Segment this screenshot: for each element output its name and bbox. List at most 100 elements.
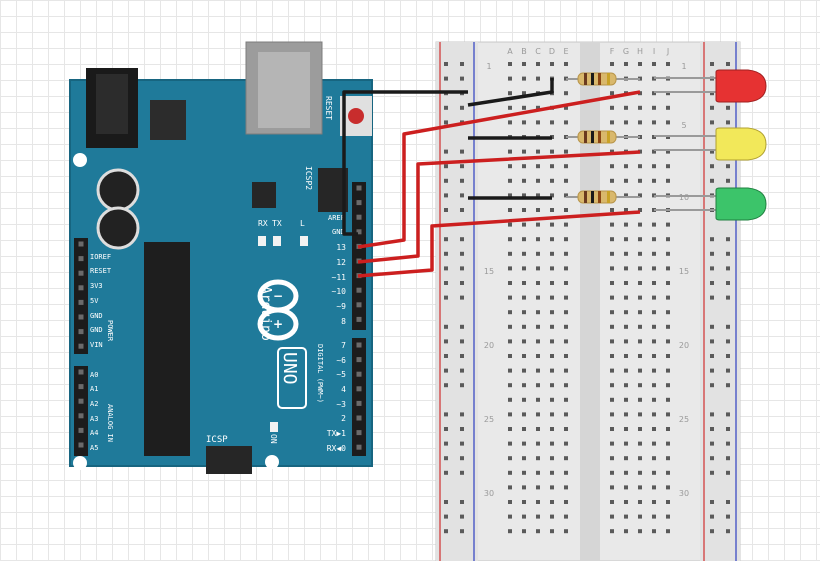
breadboard-hole xyxy=(508,368,512,373)
breadboard-hole xyxy=(564,339,568,344)
rail-hole xyxy=(460,164,464,169)
breadboard-hole xyxy=(666,120,670,125)
breadboard-hole xyxy=(638,441,642,446)
pin-label-a1: A1 xyxy=(90,385,98,393)
rail-hole xyxy=(710,456,714,461)
breadboard-hole xyxy=(610,324,614,329)
breadboard-hole xyxy=(666,339,670,344)
uno-badge xyxy=(277,347,307,409)
breadboard-hole xyxy=(536,456,540,461)
breadboard-hole xyxy=(610,164,614,169)
breadboard-hole xyxy=(624,485,628,490)
breadboard-hole xyxy=(666,397,670,402)
breadboard-hole xyxy=(508,500,512,504)
breadboard-hole xyxy=(610,500,614,504)
pin-label-8: 8 xyxy=(341,317,346,326)
breadboard-hole xyxy=(652,354,656,358)
breadboard-hole xyxy=(624,456,628,461)
analog-pin-labels: A0 A1 A2 A3 A4 A5 xyxy=(90,371,98,452)
pin-label-a0: A0 xyxy=(90,371,98,379)
resistors xyxy=(566,72,640,204)
breadboard-hole xyxy=(638,456,642,461)
breadboard-hole xyxy=(522,149,526,154)
breadboard-hole xyxy=(564,164,568,169)
breadboard-hole xyxy=(536,324,540,329)
mounting-hole xyxy=(73,153,87,167)
breadboard-hole xyxy=(652,237,656,242)
svg-text:−: − xyxy=(273,289,283,303)
breadboard-hole xyxy=(624,281,628,285)
l-led xyxy=(300,236,308,246)
breadboard-hole xyxy=(610,368,614,373)
breadboard-hole xyxy=(522,397,526,402)
breadboard-hole xyxy=(550,295,554,300)
rail-hole xyxy=(444,500,448,504)
breadboard-hole xyxy=(536,62,540,66)
breadboard-hole xyxy=(550,251,554,256)
pin-label-a2: A2 xyxy=(90,400,98,408)
breadboard-hole xyxy=(508,164,512,169)
breadboard-hole xyxy=(666,266,670,271)
rail-hole xyxy=(710,339,714,344)
breadboard-hole xyxy=(508,427,512,431)
breadboard-hole xyxy=(536,354,540,358)
model-label: UNO xyxy=(279,352,300,385)
breadboard-hole xyxy=(610,120,614,125)
breadboard-hole xyxy=(652,149,656,154)
reset-button-cap[interactable] xyxy=(348,108,364,124)
row-number-5-right: 5 xyxy=(681,121,686,130)
rail-hole xyxy=(444,529,448,534)
usb-chip xyxy=(252,182,276,208)
row-number-20-right: 20 xyxy=(679,341,689,350)
rail-hole xyxy=(460,105,464,110)
reset-label: RESET xyxy=(324,96,333,120)
rail-hole xyxy=(710,237,714,242)
breadboard-hole xyxy=(550,237,554,242)
rail-hole xyxy=(710,529,714,534)
breadboard-hole xyxy=(536,368,540,373)
rail-hole xyxy=(726,354,730,358)
breadboard-hole xyxy=(550,208,554,212)
row-number-10-right: 10 xyxy=(679,193,689,202)
gnd-label: GND xyxy=(332,228,345,236)
breadboard-hole xyxy=(564,310,568,315)
header-pin xyxy=(78,427,84,433)
col-letter-b: B xyxy=(521,47,527,56)
rail-hole xyxy=(444,105,448,110)
breadboard-hole xyxy=(652,266,656,271)
breadboard-hole xyxy=(536,441,540,446)
breadboard-hole xyxy=(610,412,614,417)
breadboard-hole xyxy=(666,237,670,242)
breadboard-hole xyxy=(508,310,512,315)
breadboard-hole xyxy=(666,222,670,227)
rail-hole xyxy=(444,383,448,388)
breadboard-hole xyxy=(666,412,670,417)
row-number-15-left: 15 xyxy=(484,267,494,276)
breadboard-hole xyxy=(508,208,512,212)
breadboard-hole xyxy=(610,62,614,66)
rail-hole xyxy=(710,412,714,417)
rail-hole xyxy=(710,149,714,154)
breadboard-hole xyxy=(610,456,614,461)
row-number-25-right: 25 xyxy=(679,415,689,424)
breadboard-hole xyxy=(564,324,568,329)
row-number-1-right: 1 xyxy=(681,62,686,71)
breadboard-hole xyxy=(564,383,568,388)
breadboard-hole xyxy=(624,383,628,388)
breadboard-hole xyxy=(638,149,642,154)
breadboard-hole xyxy=(522,383,526,388)
breadboard-hole xyxy=(652,529,656,534)
breadboard-hole xyxy=(522,529,526,534)
breadboard-hole xyxy=(508,222,512,227)
breadboard-hole xyxy=(564,193,568,198)
breadboard-hole xyxy=(652,500,656,504)
breadboard-hole xyxy=(508,237,512,242)
rail-hole xyxy=(444,281,448,285)
breadboard-hole xyxy=(638,412,642,417)
rail-hole xyxy=(444,178,448,183)
breadboard-hole xyxy=(550,310,554,315)
resistor-1 xyxy=(566,72,640,86)
analog-header xyxy=(74,366,88,456)
power-pin-labels: IOREF RESET 3V3 5V GND GND VIN xyxy=(90,253,112,349)
